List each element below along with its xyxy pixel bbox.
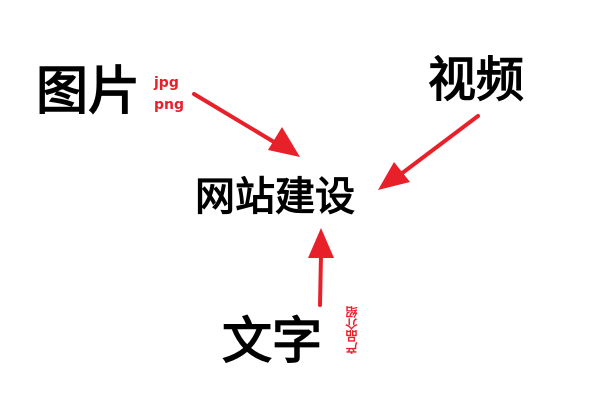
node-video-label: 视频	[428, 52, 525, 108]
node-images-label: 图片	[36, 62, 141, 122]
node-text-label: 文字	[222, 312, 322, 370]
arrow-video-to-center	[378, 114, 480, 190]
note-png: png	[154, 97, 185, 113]
arrow-images-to-center	[192, 92, 300, 157]
note-jpg: jpg	[154, 75, 179, 91]
node-center-label: 网站建设	[195, 174, 355, 220]
arrow-text-to-center	[308, 228, 334, 307]
